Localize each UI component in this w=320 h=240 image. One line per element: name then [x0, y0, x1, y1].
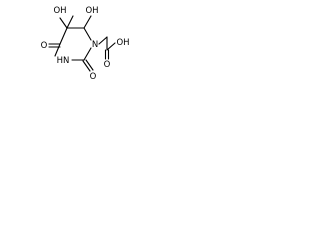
- bond-c4-c5: [59, 27, 68, 45]
- atom-label-carbonyl-o-left: O: [41, 41, 48, 51]
- bond-n3-c4: [54, 43, 61, 57]
- bond-c6-oh: [83, 15, 92, 29]
- bond-n1-ch2: [98, 36, 108, 45]
- atom-label-carbonyl-o-bottom: O: [90, 72, 97, 82]
- bond-c6-n1: [83, 27, 92, 41]
- bond-c2-o-a: [82, 60, 91, 72]
- chemical-structure: OH OH N O HN O O OH: [41, 6, 130, 82]
- atom-label-hn: HN: [57, 56, 70, 66]
- bond-cooh-oh: [106, 42, 116, 51]
- bond-c5-oh: [66, 15, 74, 29]
- atom-label-acid-o-double: O: [104, 60, 111, 70]
- atom-label-acid-oh: OH: [116, 38, 129, 48]
- bond-n1-c2: [83, 47, 92, 61]
- atom-label-n1: N: [92, 40, 98, 50]
- atom-label-oh-top-right: OH: [85, 6, 98, 16]
- bond-c5-methyl: [59, 17, 68, 29]
- atom-label-oh-top-left: OH: [53, 6, 66, 16]
- bond-c2-o-b: [85, 59, 94, 71]
